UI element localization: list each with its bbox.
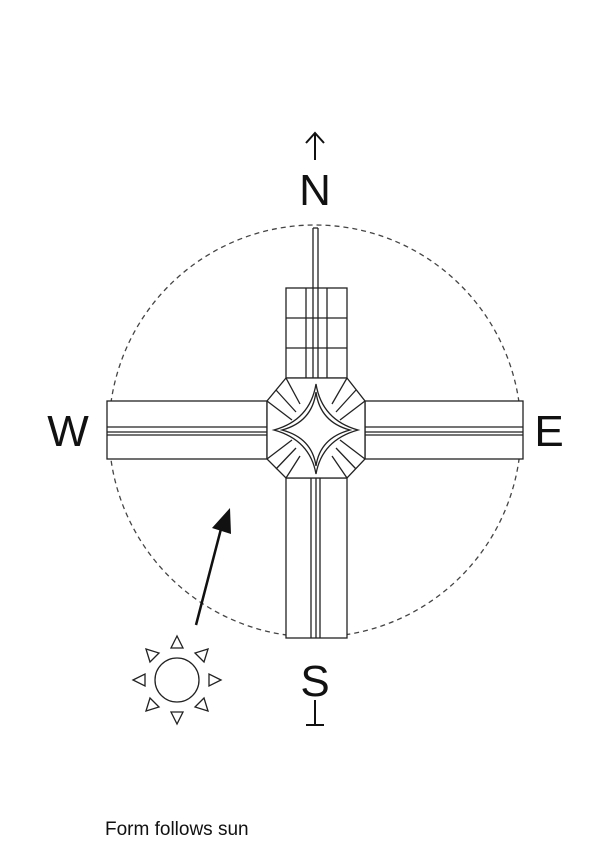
west-wing <box>106 400 268 460</box>
central-hub <box>266 377 366 479</box>
south-wing <box>285 477 348 639</box>
t-bar-icon <box>306 700 324 726</box>
arrow-icon <box>194 508 231 626</box>
compass-south-label: S <box>300 657 329 706</box>
building-plan <box>106 227 524 639</box>
arrow-up-icon <box>305 131 325 160</box>
compass-north-label: N <box>299 166 331 215</box>
diagram-caption: Form follows sun <box>105 819 249 840</box>
compass-west-label: W <box>47 407 89 456</box>
compass-east-label: E <box>534 407 563 456</box>
east-wing <box>364 400 524 460</box>
north-wing <box>285 287 348 379</box>
north-spine <box>312 227 319 378</box>
sun-icon <box>131 634 223 726</box>
